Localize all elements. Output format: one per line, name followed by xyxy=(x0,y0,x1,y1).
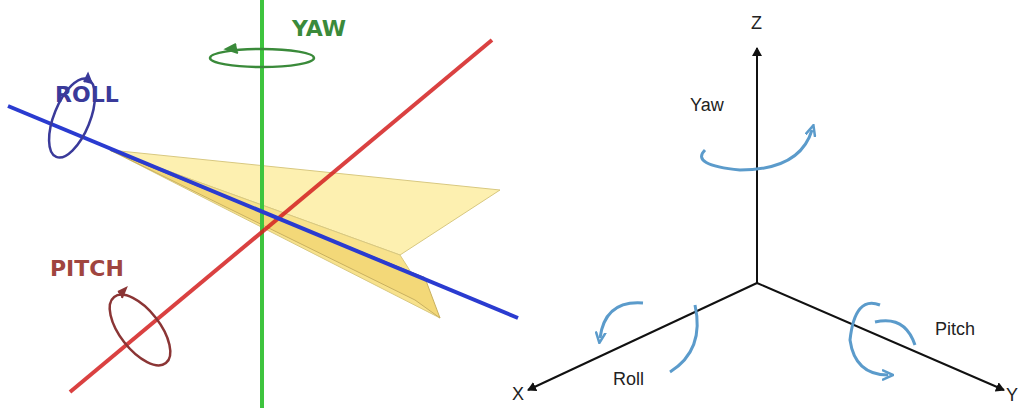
axis-letter: Z xyxy=(751,14,762,32)
rotation-arrows xyxy=(600,130,915,375)
coordinate-axes xyxy=(528,48,1004,390)
yaw-ring xyxy=(210,49,314,67)
roll-axis xyxy=(8,106,518,318)
axis-letter: Y xyxy=(1006,386,1018,404)
axis-letter: X xyxy=(512,385,524,403)
axis-name: ROLL xyxy=(55,84,119,106)
axis-name: YAW xyxy=(292,18,346,40)
pitch-axis xyxy=(70,40,492,392)
pitch-ring xyxy=(98,285,181,376)
yaw-axis xyxy=(260,0,264,408)
rotation-name: Yaw xyxy=(690,96,724,114)
paper-plane xyxy=(110,150,500,318)
rotation-name: Roll xyxy=(613,370,644,388)
axis-name: PITCH xyxy=(50,258,124,280)
rotation-name: Pitch xyxy=(935,320,975,338)
